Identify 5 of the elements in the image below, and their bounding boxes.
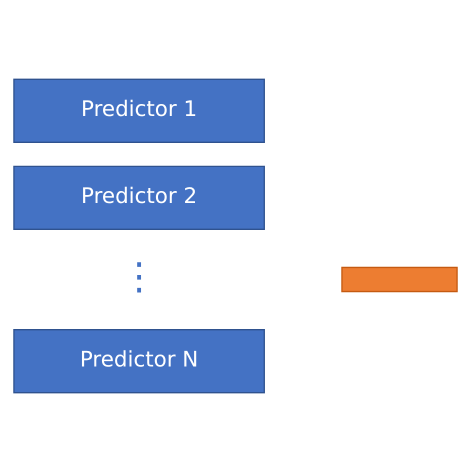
node-box: Predictor 1 xyxy=(13,78,265,142)
node-box: Predictor N xyxy=(13,328,265,393)
label: ⋮ xyxy=(120,253,158,298)
node-bar xyxy=(341,266,458,292)
node-box: Predictor 2 xyxy=(13,165,265,230)
